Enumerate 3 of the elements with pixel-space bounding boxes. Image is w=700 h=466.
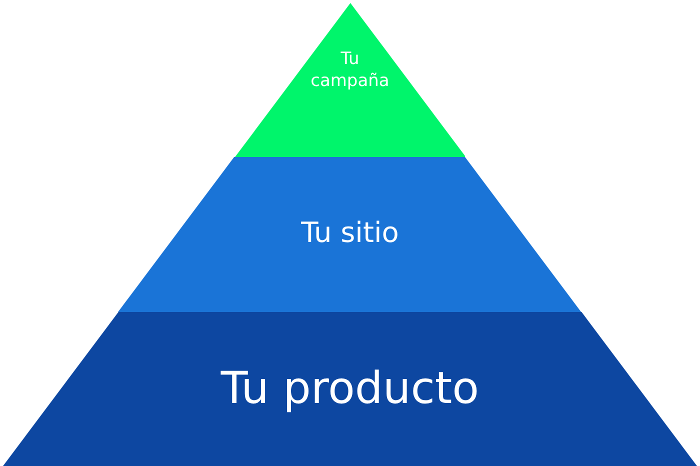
tier-label: Tu campaña [310, 48, 390, 92]
tier-label: Tu producto [220, 362, 480, 416]
tier-label: Tu sitio [300, 215, 400, 251]
